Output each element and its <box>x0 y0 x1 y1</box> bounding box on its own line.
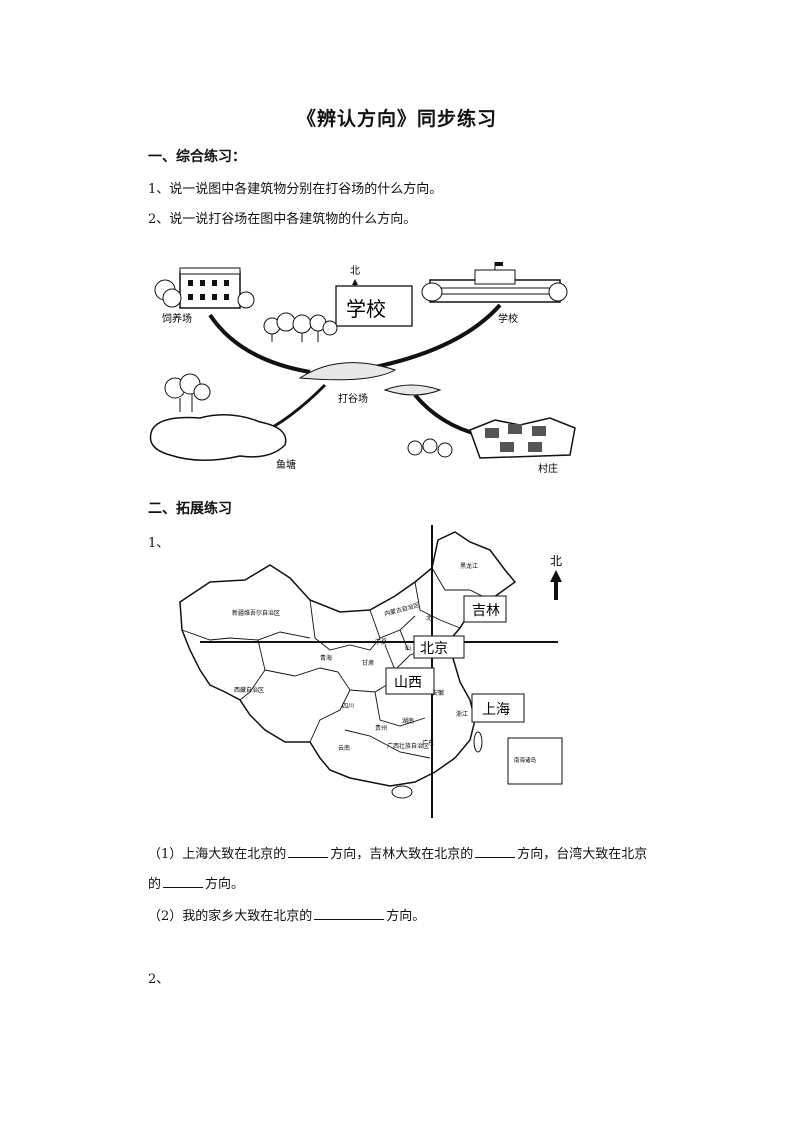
label-threshing: 打谷场 <box>338 392 368 405</box>
question-2-2: （2）我的家乡大致在北京的 方向。 <box>148 905 425 924</box>
taiwan-shape <box>473 731 483 753</box>
section2-heading: 二、拓展练习 <box>148 501 232 517</box>
box-beijing <box>413 635 465 659</box>
question-1-2: 2、说一说打谷场在图中各建筑物的什么方向。 <box>148 212 417 227</box>
village-icon <box>407 417 576 459</box>
label-village: 村庄 <box>538 462 558 475</box>
farm-building-icon <box>154 267 255 309</box>
school-box-label: 学校 <box>346 297 386 321</box>
north-arrow-icon <box>352 279 358 285</box>
region-hunan: 湖南 <box>402 717 414 725</box>
path-to-village <box>413 393 481 437</box>
south-sea-inset <box>507 737 563 785</box>
box-shanghai <box>471 693 525 723</box>
map-north-arrow-icon <box>550 570 562 582</box>
region-gansu: 甘肃 <box>362 659 374 667</box>
map-north-label: 北 <box>550 554 562 568</box>
answer-blank-shanghai[interactable] <box>288 843 329 858</box>
section1-heading: 一、综合练习： <box>148 149 246 165</box>
answer-blank-taiwan[interactable] <box>163 873 204 888</box>
box-jilin <box>463 595 507 623</box>
region-heilongjiang: 黑龙江 <box>460 562 478 570</box>
china-map: 南海诸岛 新疆维吾尔自治区 西藏自治区 青海 甘肃 内蒙古自治区 黑龙江 四川 … <box>179 525 563 818</box>
path-to-farm <box>208 313 311 374</box>
trees-left-icon <box>164 373 211 412</box>
region-qinghai: 青海 <box>320 654 332 662</box>
region-zhejiang: 浙江 <box>456 710 468 718</box>
school-building-icon <box>421 262 568 303</box>
q1-text-e: 方向。 <box>205 877 245 892</box>
threshing-field-diagram: 饲养场 北 学校 学校 打谷场 鱼塘 村庄 <box>149 262 576 475</box>
q1-text-a: （1）上海大致在北京的 <box>148 847 287 862</box>
trees-icon <box>263 312 338 342</box>
question-2-1-line1: （1）上海大致在北京的 方向，吉林大致在北京的 方向，台湾大致在北京 <box>148 843 647 862</box>
label-shanxi: 山西 <box>394 675 422 691</box>
page-title: 《辨认方向》同步练习 <box>296 108 497 130</box>
q1-text-d: 的 <box>148 877 162 892</box>
threshing-mound-icon <box>298 362 442 396</box>
box-shanxi <box>385 667 435 695</box>
path-to-school <box>369 303 502 370</box>
section2-q1-number: 1、 <box>148 536 170 551</box>
hainan-shape <box>391 785 413 799</box>
question-1-1: 1、说一说图中各建筑物分别在打谷场的什么方向。 <box>148 182 443 197</box>
section2-q2-number: 2、 <box>148 972 170 987</box>
province-borders <box>181 567 491 759</box>
region-shan: 山 <box>405 644 411 652</box>
label-beijing: 北京 <box>420 641 448 657</box>
answer-blank-jilin[interactable] <box>475 843 516 858</box>
region-xizang: 西藏自治区 <box>234 686 264 694</box>
label-pond: 鱼塘 <box>276 458 296 471</box>
region-sichuan: 四川 <box>342 703 354 710</box>
q2-text-b: 方向。 <box>386 909 426 924</box>
q2-text-a: （2）我的家乡大致在北京的 <box>148 909 313 924</box>
region-anhui: 安徽 <box>432 689 444 697</box>
region-guangdong: 广东 <box>422 739 434 747</box>
pond-icon <box>149 414 287 461</box>
label-farm: 饲养场 <box>162 312 192 325</box>
answer-blank-hometown[interactable] <box>314 905 385 920</box>
region-bei: 北 <box>426 614 432 622</box>
question-2-1-line2: 的 方向。 <box>148 873 244 892</box>
label-school: 学校 <box>498 312 518 325</box>
school-box <box>335 285 413 327</box>
region-xinjiang: 新疆维吾尔自治区 <box>232 609 280 617</box>
region-guangxi: 广西壮族自治区 <box>387 742 429 750</box>
label-shanghai: 上海 <box>482 702 510 718</box>
q1-text-c: 方向，台湾大致在北京 <box>517 847 648 862</box>
region-hainan-zhudao: 南海诸岛 <box>514 756 537 764</box>
q1-text-b: 方向，吉林大致在北京的 <box>330 847 474 862</box>
north-mark: 北 <box>350 265 360 277</box>
region-yunnan: 云南 <box>338 744 350 752</box>
label-jilin: 吉林 <box>472 603 500 619</box>
region-guizhou: 贵州 <box>375 724 387 732</box>
